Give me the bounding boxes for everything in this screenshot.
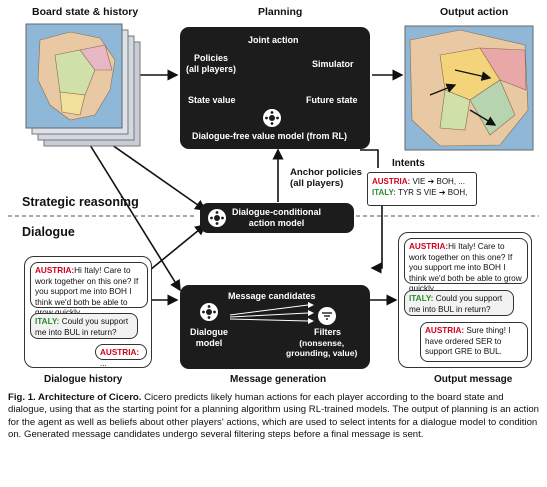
policies-label: Policies (all players)	[186, 53, 237, 74]
output-message-label: Output message	[434, 374, 513, 385]
planning-box: Joint action Policies (all players) Simu…	[180, 27, 370, 149]
planning-label: Planning	[258, 6, 303, 18]
output-action-map	[404, 25, 534, 151]
figure-caption: Fig. 1. Architecture of Cicero. Cicero p…	[8, 392, 539, 442]
history-m2-speaker: ITALY:	[35, 317, 60, 326]
output-m1-text: Hi Italy! Care to work together on this …	[409, 242, 522, 293]
future-state-label: Future state	[306, 95, 358, 105]
filters-label: Filters	[314, 327, 342, 337]
message-generation-label: Message generation	[230, 374, 327, 385]
dialogue-model-icon	[200, 303, 218, 321]
intent-austria-text: VIE ➔ BOH, ...	[412, 177, 465, 186]
output-message-3: AUSTRIA: Sure thing! I have ordered SER …	[420, 322, 528, 362]
history-m2-text: Could you support me into BUL in return?	[35, 317, 129, 337]
output-m1-speaker: AUSTRIA:	[409, 242, 449, 251]
intent-italy-text: TYR S VIE ➔ BOH, ...	[372, 188, 468, 208]
history-m1-text: Hi Italy! Care to work together on this …	[35, 266, 139, 317]
output-m2-text: Could you support me into BUL in return?	[409, 294, 503, 314]
dialogue-header: Dialogue	[22, 225, 75, 239]
caption-title: Fig. 1. Architecture of Cicero.	[8, 392, 142, 403]
history-message-2: ITALY: Could you support me into BUL in …	[30, 313, 138, 339]
value-model-label: Dialogue-free value model (from RL)	[192, 131, 348, 141]
value-model-icon	[263, 109, 281, 127]
dialogue-model-label: Dialogue model	[190, 327, 229, 348]
board-state-maps	[25, 23, 141, 147]
history-m1-speaker: AUSTRIA:	[35, 266, 75, 275]
intent-austria-speaker: AUSTRIA:	[372, 177, 411, 186]
history-m3-text: ...	[100, 358, 107, 368]
output-message-1: AUSTRIA:Hi Italy! Care to work together …	[404, 238, 528, 293]
output-m2-speaker: ITALY:	[409, 294, 434, 303]
history-message-3: AUSTRIA: ...	[95, 344, 147, 368]
state-value-label: State value	[188, 95, 236, 105]
dialogue-conditional-action-model-box: Dialogue-conditional action model	[200, 203, 354, 233]
caption-body: Cicero predicts likely human actions for…	[8, 392, 540, 441]
history-message-1: AUSTRIA:Hi Italy! Care to work together …	[30, 262, 148, 317]
output-message-2: ITALY: Could you support me into BUL in …	[404, 290, 514, 316]
intents-box: AUSTRIA: VIE ➔ BOH, ... ITALY: TYR S VIE…	[367, 172, 477, 208]
strategic-reasoning-header: Strategic reasoning	[22, 195, 139, 209]
output-action-label: Output action	[440, 6, 509, 18]
dialogue-history-label: Dialogue history	[44, 374, 123, 385]
joint-action-label: Joint action	[248, 35, 299, 45]
intent-italy-speaker: ITALY:	[372, 188, 396, 197]
simulator-label: Simulator	[312, 59, 354, 69]
anchor-policies-label: Anchor policies (all players)	[290, 167, 362, 189]
filter-icon	[318, 307, 336, 325]
filters-detail: (nonsense, grounding, value)	[286, 338, 358, 358]
message-candidates-label: Message candidates	[228, 291, 316, 301]
action-model-icon	[208, 209, 226, 227]
output-m3-speaker: AUSTRIA:	[425, 326, 465, 335]
message-generation-box: Message candidates Dialogue model Filter…	[180, 285, 370, 369]
action-model-label: Dialogue-conditional action model	[232, 207, 321, 228]
intents-label: Intents	[392, 158, 425, 169]
board-state-label: Board state & history	[32, 6, 139, 18]
candidate-arrows	[229, 302, 314, 324]
history-m3-speaker: AUSTRIA:	[100, 348, 140, 357]
output-m3-text: Sure thing! I have ordered SER to suppor…	[425, 326, 511, 356]
